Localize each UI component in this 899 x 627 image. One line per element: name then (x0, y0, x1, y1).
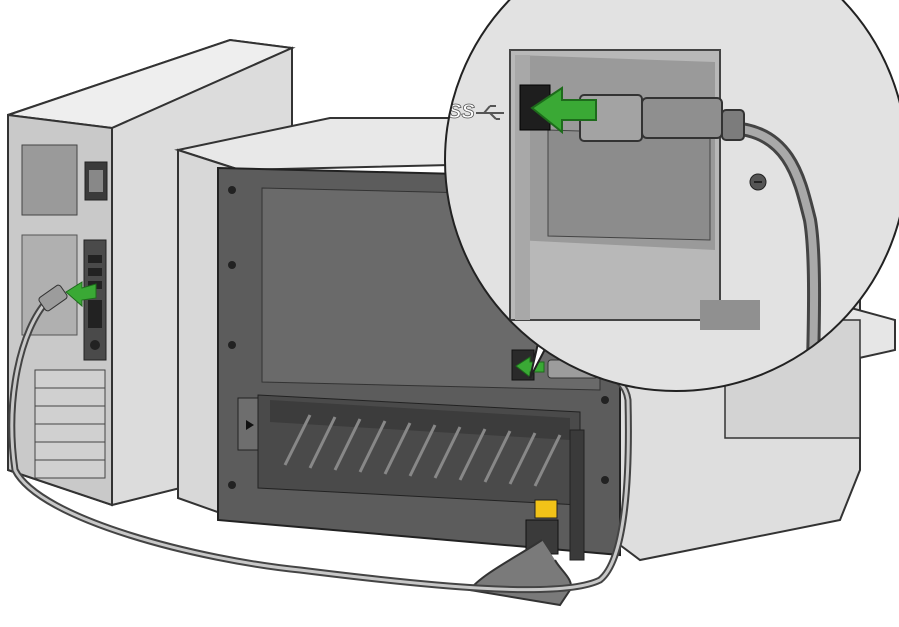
usb-cable (8, 284, 632, 594)
arrow-to-computer-icon (65, 281, 97, 308)
zoom-callout: SS (444, 0, 899, 392)
usb-ss-logo: SS (448, 101, 475, 123)
expansion-slots (34, 369, 106, 479)
vent-area (257, 394, 581, 506)
zoom-arrow-icon (530, 86, 597, 135)
power-port (534, 499, 558, 519)
usb-trident-icon (476, 105, 504, 120)
